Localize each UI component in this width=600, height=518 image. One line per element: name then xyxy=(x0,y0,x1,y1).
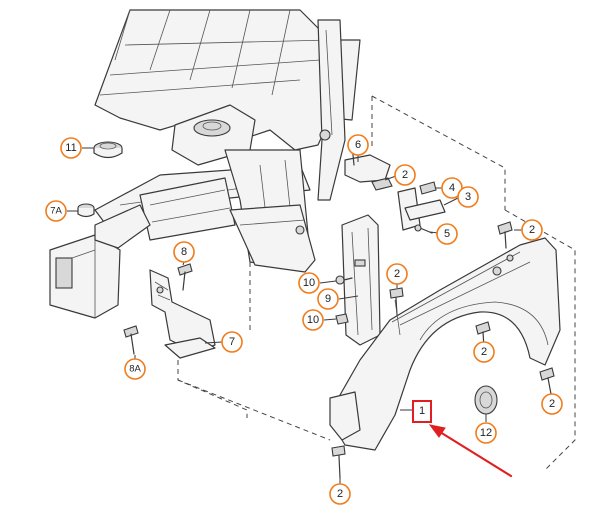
callout-11: 11 xyxy=(60,137,82,159)
callout-6-label: 6 xyxy=(355,139,361,151)
callout-7a: 7A xyxy=(45,200,67,222)
callout-2-mid-label: 2 xyxy=(394,268,400,280)
callout-2-mid: 2 xyxy=(386,263,408,285)
part-7-bracket xyxy=(149,269,216,359)
callout-9-label: 9 xyxy=(325,293,331,305)
red-arrow xyxy=(428,424,513,478)
callout-2-top: 2 xyxy=(394,164,416,186)
callout-10-upper: 10 xyxy=(298,272,320,294)
part-7a-buffer xyxy=(77,203,95,218)
callout-5-label: 5 xyxy=(444,228,450,240)
callout-7: 7 xyxy=(221,331,243,353)
part-12-grommet xyxy=(474,385,498,415)
callout-12-label: 12 xyxy=(480,427,492,439)
callout-1: 1 xyxy=(419,405,425,417)
parts-3-4-5-clip-bracket xyxy=(397,181,446,234)
bolt-fender-top xyxy=(497,221,513,249)
callout-6: 6 xyxy=(347,134,369,156)
callout-10-upper-label: 10 xyxy=(303,277,315,289)
body-structure xyxy=(49,9,361,319)
callout-9: 9 xyxy=(317,288,339,310)
callout-2-fender-mid-label: 2 xyxy=(481,346,487,358)
callout-5: 5 xyxy=(436,223,458,245)
callout-8a-label: 8A xyxy=(129,364,141,375)
callout-7-label: 7 xyxy=(229,336,235,348)
callout-10-lower: 10 xyxy=(302,309,324,331)
callout-2-right: 2 xyxy=(541,393,563,415)
bolt-fender-bottom xyxy=(331,445,346,479)
callout-1-label: 1 xyxy=(419,405,425,417)
part-8a-bolt xyxy=(123,325,139,355)
callout-8: 8 xyxy=(173,241,195,263)
callout-11-label: 11 xyxy=(65,142,76,154)
part-1-front-fender xyxy=(329,237,561,451)
callout-8a: 8A xyxy=(124,358,146,380)
callout-12: 12 xyxy=(475,422,497,444)
callout-3-label: 3 xyxy=(465,191,471,203)
leader-lines xyxy=(67,147,553,484)
callout-2-fender-top-label: 2 xyxy=(529,224,535,236)
part-11-grommet xyxy=(93,141,123,159)
callout-8-label: 8 xyxy=(181,246,187,258)
callout-2-bottom: 2 xyxy=(329,483,351,505)
callout-7a-label: 7A xyxy=(50,206,62,217)
callout-4: 4 xyxy=(441,177,463,199)
callout-2-fender-top: 2 xyxy=(521,219,543,241)
callout-3: 3 xyxy=(457,186,479,208)
part-8-bolt xyxy=(177,263,193,291)
callout-4-label: 4 xyxy=(449,182,455,194)
highlight-box xyxy=(412,400,432,423)
callout-10-lower-label: 10 xyxy=(307,314,319,326)
callout-2-right-label: 2 xyxy=(549,398,555,410)
callout-2-top-label: 2 xyxy=(402,169,408,181)
part-10-clip-upper xyxy=(335,275,353,285)
bolt-fender-right xyxy=(539,367,555,395)
callout-2-bottom-label: 2 xyxy=(337,488,343,500)
part-9-support xyxy=(341,214,381,346)
part-10-clip-lower xyxy=(335,313,349,325)
callout-2-fender-mid: 2 xyxy=(473,341,495,363)
part-6-bracket xyxy=(344,144,393,191)
